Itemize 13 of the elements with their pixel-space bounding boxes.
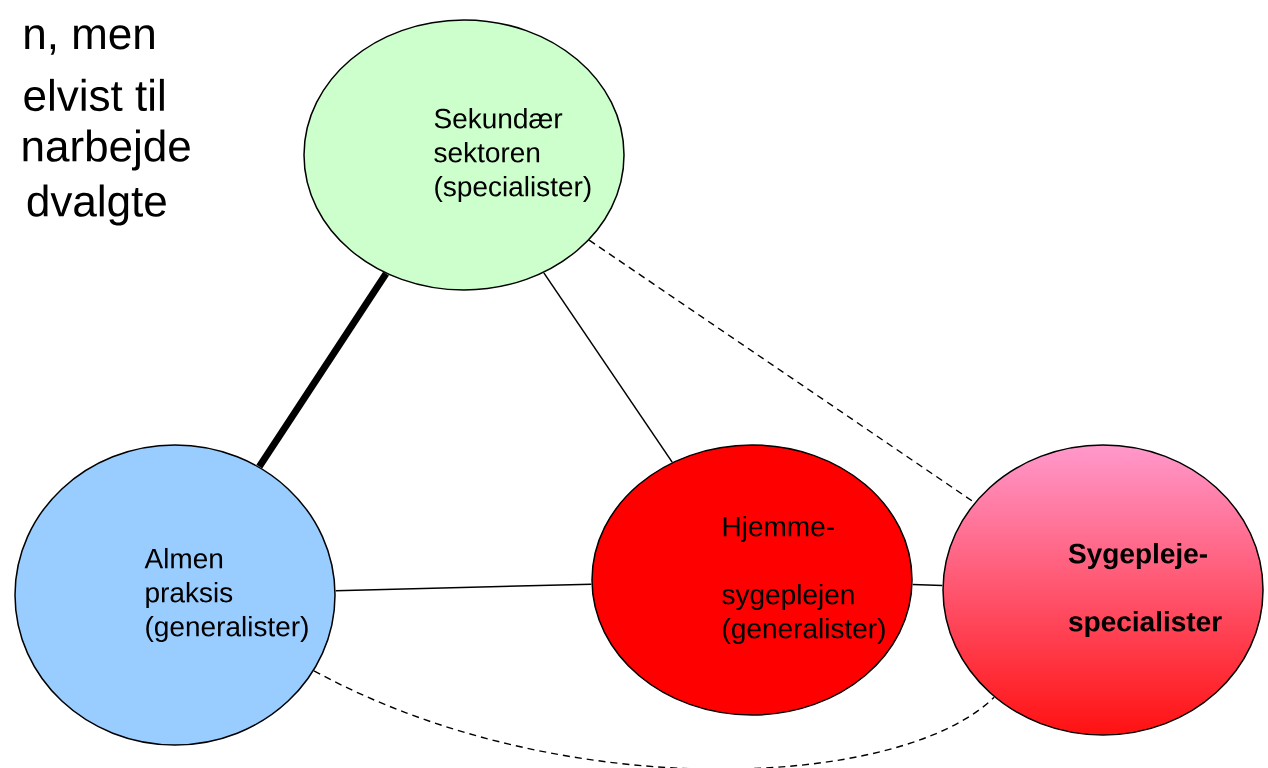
- connector-line: [334, 583, 593, 592]
- connector-line: [543, 272, 673, 463]
- dashed-line: [313, 670, 995, 768]
- text-line: dvalgte: [27, 184, 166, 226]
- text-line: n, men: [25, 25, 154, 55]
- text-line: narbejde: [23, 129, 190, 171]
- circle-node: Almen praksis (generalister): [14, 444, 336, 746]
- circle-node: Sygepleje- specialister: [942, 444, 1264, 736]
- thick-line: [256, 271, 389, 469]
- connector-line: [911, 583, 944, 587]
- text-line: elvist til: [24, 78, 164, 112]
- circle-node: Sekundær sektoren (specialister): [303, 19, 625, 291]
- circle-node: Hjemme- sygeplejen (generalister): [591, 444, 913, 716]
